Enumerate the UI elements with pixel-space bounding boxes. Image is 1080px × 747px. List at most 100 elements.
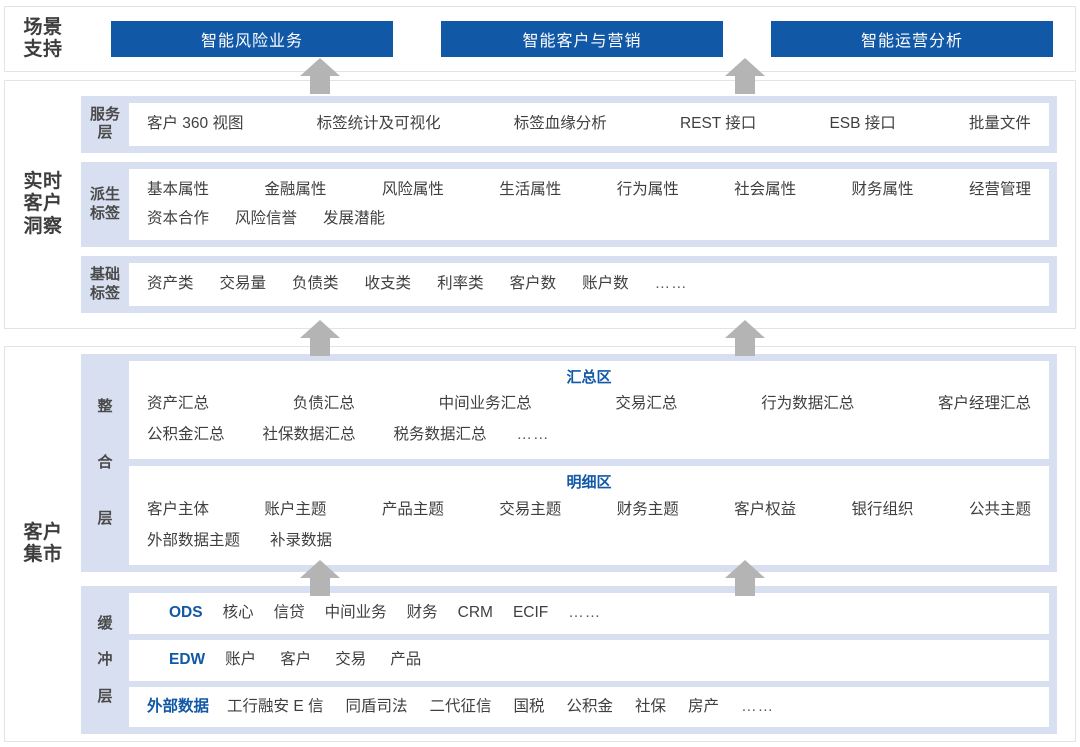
chip-account-manager-summary[interactable]: 客户经理汇总 — [937, 395, 1031, 413]
section-mart-caption: 客户 集市 — [5, 347, 81, 741]
layer-label-derived-line1: 派生 — [89, 186, 120, 204]
chip-housing-fund-summary[interactable]: 公积金汇总 — [147, 425, 225, 443]
mart-caption-line2: 集市 — [23, 544, 63, 565]
chip-batch-file[interactable]: 批量文件 — [968, 115, 1031, 133]
section-scene-support: 场景 支持 智能风险业务 智能客户与营销 智能运营分析 — [4, 6, 1076, 72]
chip-external-data-subject[interactable]: 外部数据主题 — [147, 531, 241, 549]
chip-development-potential[interactable]: 发展潜能 — [323, 209, 386, 227]
layer-box-service: 客户 360 视图 标签统计及可视化 标签血缘分析 REST 接口 ESB 接口… — [129, 103, 1049, 146]
layer-label-buffer: 缓 冲 层 — [81, 593, 129, 727]
chip-account-count[interactable]: 账户数 — [582, 275, 629, 293]
chip-summary-ellipsis: …… — [516, 425, 550, 443]
chip-product-subject[interactable]: 产品主题 — [381, 500, 444, 518]
chip-basic-ellipsis: …… — [654, 275, 688, 293]
chip-external-housing-fund[interactable]: 公积金 — [566, 697, 614, 715]
layer-group-basic-tags: 基础 标签 资产类 交易量 负债类 收支类 利率类 客户数 账户数 …… — [81, 256, 1057, 313]
chip-customer-360-view[interactable]: 客户 360 视图 — [147, 115, 244, 133]
chip-liability-class[interactable]: 负债类 — [292, 275, 339, 293]
chip-finance-attribute[interactable]: 财务属性 — [851, 180, 914, 198]
chip-customer-count[interactable]: 客户数 — [509, 275, 557, 293]
chip-external-icbc-rongan-e-xin[interactable]: 工行融安 E 信 — [227, 697, 324, 715]
chip-ods-key[interactable]: ODS — [169, 604, 203, 622]
chip-customer-rights[interactable]: 客户权益 — [734, 500, 797, 518]
section-insight-body: 服务 层 客户 360 视图 标签统计及可视化 标签血缘分析 REST 接口 E… — [81, 81, 1075, 328]
chip-finance-subject[interactable]: 财务主题 — [616, 500, 679, 518]
chip-life-attribute[interactable]: 生活属性 — [499, 180, 562, 198]
chip-customer-entity[interactable]: 客户主体 — [147, 500, 210, 518]
chip-ods-ellipsis: …… — [568, 604, 602, 622]
chip-behavior-data-summary[interactable]: 行为数据汇总 — [761, 395, 855, 413]
chip-row-detail-1: 客户主体 账户主题 产品主题 交易主题 财务主题 客户权益 银行组织 公共主题 — [147, 496, 1031, 525]
chip-external-national-tax[interactable]: 国税 — [513, 697, 545, 715]
chip-interest-rate-class[interactable]: 利率类 — [437, 275, 484, 293]
chip-ods-crm[interactable]: CRM — [457, 604, 493, 622]
chip-external-real-estate[interactable]: 房产 — [688, 697, 720, 715]
zone-title-summary: 汇总区 — [566, 368, 612, 386]
chip-external-tongdun-judicial[interactable]: 同盾司法 — [345, 697, 408, 715]
chip-ods-intermediate-business[interactable]: 中间业务 — [324, 604, 387, 622]
buffer-rows: ODS 核心 信贷 中间业务 财务 CRM ECIF …… EDW — [129, 593, 1049, 728]
layer-label-service: 服务 层 — [81, 103, 129, 146]
chip-edw-account[interactable]: 账户 — [225, 651, 257, 668]
chip-bank-organization[interactable]: 银行组织 — [851, 500, 914, 518]
layer-label-service-line1: 服务 — [89, 106, 120, 124]
layer-box-basic-tags: 资产类 交易量 负债类 收支类 利率类 客户数 账户数 …… — [129, 263, 1049, 306]
chip-social-security-data-summary[interactable]: 社保数据汇总 — [262, 425, 356, 443]
scene-button-operations-analysis[interactable]: 智能运营分析 — [771, 21, 1053, 57]
layer-group-derived-tags: 派生 标签 基本属性 金融属性 风险属性 生活属性 行为属性 社会属性 财务属性… — [81, 161, 1057, 248]
chip-row-derived-2: 资本合作 风险信誉 发展潜能 — [147, 205, 1031, 234]
chip-rest-interface[interactable]: REST 接口 — [679, 115, 757, 133]
chip-ods-ecif[interactable]: ECIF — [512, 604, 549, 622]
chip-ods-credit[interactable]: 信贷 — [273, 604, 305, 622]
chip-income-expense-class[interactable]: 收支类 — [364, 275, 412, 293]
chip-transaction-volume[interactable]: 交易量 — [219, 275, 267, 293]
chip-tag-lineage-analysis[interactable]: 标签血缘分析 — [513, 115, 607, 133]
chip-business-management[interactable]: 经营管理 — [968, 180, 1031, 198]
chip-supplementary-data[interactable]: 补录数据 — [270, 531, 333, 549]
chip-esb-interface[interactable]: ESB 接口 — [829, 115, 896, 133]
chip-external-data-key[interactable]: 外部数据 — [147, 697, 210, 715]
chip-tax-data-summary[interactable]: 税务数据汇总 — [393, 425, 487, 443]
layer-label-buffer-line3: 层 — [97, 687, 113, 705]
chip-tag-stats-visualization[interactable]: 标签统计及可视化 — [316, 115, 441, 133]
chip-asset-summary[interactable]: 资产汇总 — [147, 395, 210, 413]
chip-liability-summary[interactable]: 负债汇总 — [292, 395, 355, 413]
chip-risk-reputation[interactable]: 风险信誉 — [235, 209, 298, 227]
scene-button-customer-marketing[interactable]: 智能客户与营销 — [441, 21, 723, 57]
chip-behavior-attribute[interactable]: 行为属性 — [616, 180, 679, 198]
chip-transaction-summary[interactable]: 交易汇总 — [615, 395, 678, 413]
layer-label-integration: 整 合 层 — [81, 361, 129, 566]
chip-row-external: 外部数据 工行融安 E 信 同盾司法 二代征信 国税 公积金 社保 房产 …… — [147, 693, 1031, 722]
chip-edw-product[interactable]: 产品 — [390, 651, 422, 668]
chip-row-edw: EDW 账户 客户 交易 产品 — [147, 646, 1031, 675]
chip-edw-customer[interactable]: 客户 — [280, 651, 312, 668]
chip-ods-core[interactable]: 核心 — [222, 604, 254, 622]
chip-transaction-subject[interactable]: 交易主题 — [499, 500, 562, 518]
zone-title-detail: 明细区 — [566, 474, 612, 492]
chip-account-subject[interactable]: 账户主题 — [264, 500, 327, 518]
chip-intermediate-business-summary[interactable]: 中间业务汇总 — [438, 395, 532, 413]
chip-risk-attribute[interactable]: 风险属性 — [381, 180, 444, 198]
layer-label-derived-line2: 标签 — [89, 204, 120, 222]
chip-capital-cooperation[interactable]: 资本合作 — [147, 209, 210, 227]
chip-asset-class[interactable]: 资产类 — [147, 275, 194, 293]
chip-social-attribute[interactable]: 社会属性 — [734, 180, 797, 198]
chip-ods-finance[interactable]: 财务 — [406, 604, 438, 622]
scene-button-risk[interactable]: 智能风险业务 — [111, 21, 393, 57]
layer-label-integration-line1: 整 — [97, 397, 113, 415]
layer-box-detail-zone: 明细区 客户主体 账户主题 产品主题 交易主题 财务主题 客户权益 银行组织 公… — [129, 466, 1049, 566]
chip-external-social-security[interactable]: 社保 — [635, 697, 667, 715]
insight-caption-line1: 实时 — [23, 170, 63, 192]
chip-financial-attribute[interactable]: 金融属性 — [264, 180, 327, 198]
chip-edw-transaction[interactable]: 交易 — [335, 651, 367, 668]
section-customer-mart: 客户 集市 整 合 层 汇总区 资产汇总 负债汇总 — [4, 346, 1076, 742]
chip-public-subject[interactable]: 公共主题 — [968, 500, 1031, 518]
mart-caption-line1: 客户 — [23, 521, 63, 543]
layer-label-basic-line2: 标签 — [89, 284, 120, 302]
layer-label-derived-tags: 派生 标签 — [81, 169, 129, 240]
chip-basic-attribute[interactable]: 基本属性 — [147, 180, 210, 198]
chip-edw-key[interactable]: EDW — [169, 651, 206, 668]
insight-caption-line2: 客户 — [23, 193, 63, 215]
section-scene-body: 智能风险业务 智能客户与营销 智能运营分析 — [81, 7, 1075, 71]
chip-external-second-gen-credit[interactable]: 二代征信 — [429, 697, 492, 715]
